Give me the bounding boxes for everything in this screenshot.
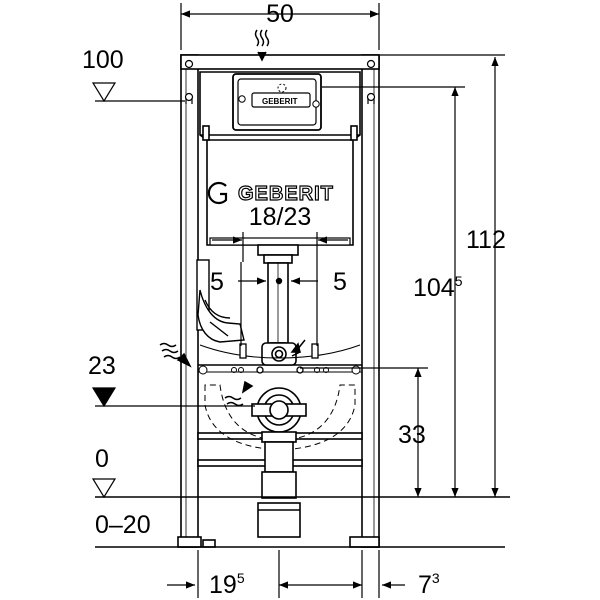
- center-mark: [275, 277, 283, 285]
- flush-plate: [232, 73, 322, 131]
- dim-outlet-height: 33: [398, 421, 426, 449]
- tank-height-sup: 5: [455, 273, 463, 289]
- dim-total-height: 112: [466, 226, 506, 254]
- wc-bowl-outline: [204, 384, 356, 451]
- dim-flush-pipe: 18/23: [249, 203, 312, 231]
- geberit-logo: GEBERIT: [207, 181, 334, 206]
- left-margin-sup: 5: [237, 570, 245, 586]
- floor-range: 0–20: [95, 511, 151, 539]
- water-inlet-icon: [159, 29, 306, 407]
- logo-text: GEBERIT: [238, 183, 334, 205]
- dim-offset-right: 5: [333, 268, 347, 296]
- level-0: 0: [95, 445, 109, 473]
- dimension-lines: [95, 3, 505, 598]
- tank-height-main: 104: [413, 274, 455, 302]
- inlet-fitting-icons: [239, 343, 319, 374]
- floor-lines: [95, 496, 510, 548]
- waste-connection: [251, 387, 307, 538]
- dim-tank-height: 1045: [413, 273, 463, 302]
- right-margin-sup: 3: [432, 570, 440, 586]
- small-logo-text: GEBERIT: [262, 97, 298, 106]
- dim-left-margin: 195: [209, 570, 245, 599]
- level-23: 23: [88, 352, 116, 380]
- dim-offset-left: 5: [210, 268, 224, 296]
- dim-right-margin: 73: [418, 570, 440, 599]
- wall-anchor-icons: [184, 59, 376, 104]
- flush-pipe: [257, 244, 299, 366]
- level-100: 100: [82, 46, 124, 74]
- right-margin-main: 7: [418, 571, 432, 599]
- dim-frame-width: 50: [266, 0, 294, 28]
- fill-valve: [196, 259, 245, 343]
- level-marker-icons: [91, 82, 117, 499]
- support-struts: [198, 344, 361, 375]
- left-margin-main: 19: [209, 571, 237, 599]
